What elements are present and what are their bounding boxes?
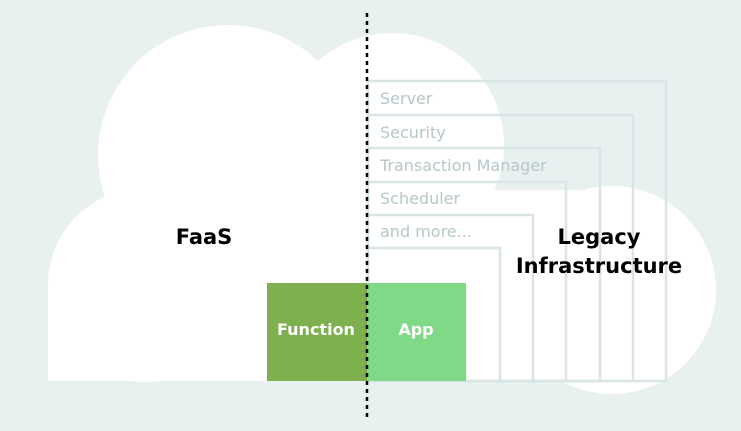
function-box (267, 283, 367, 381)
app-box (367, 283, 466, 381)
legacy-label-line1: Legacy (558, 225, 641, 249)
app-label: App (398, 320, 433, 339)
layer-label: Server (380, 89, 433, 108)
faas-label: FaaS (176, 225, 233, 249)
layer-label: Security (380, 123, 446, 142)
function-label: Function (277, 320, 355, 339)
legacy-label-line2: Infrastructure (516, 254, 682, 278)
layer-label: Transaction Manager (379, 156, 547, 175)
layer-label: and more... (380, 222, 472, 241)
layer-label: Scheduler (380, 189, 461, 208)
